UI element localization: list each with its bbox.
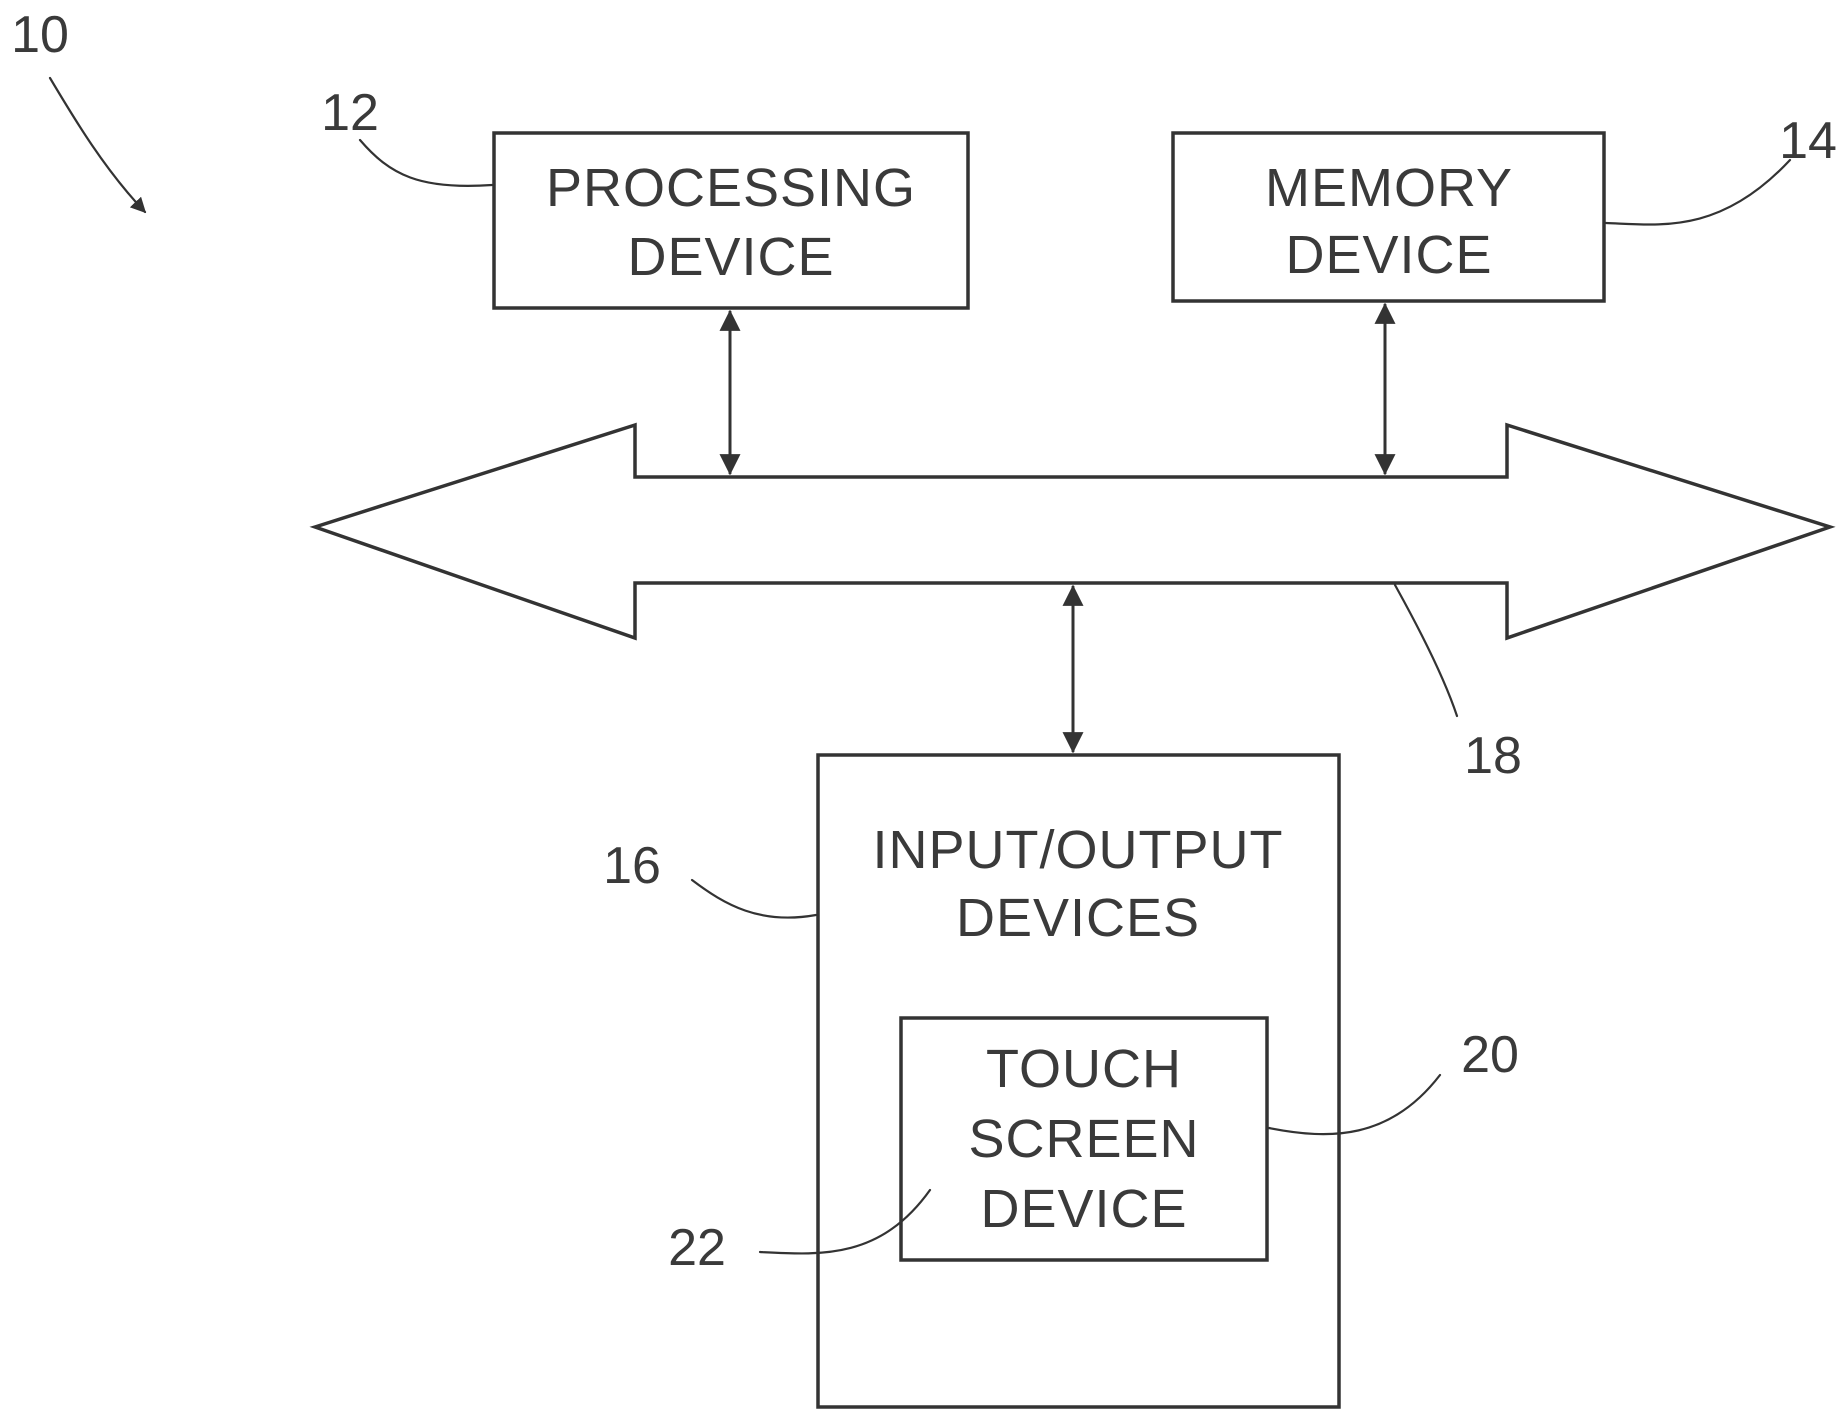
ref-bus-leader bbox=[1395, 585, 1457, 716]
ref-io-leader bbox=[692, 880, 816, 918]
io-devices-label-line2: DEVICES bbox=[956, 888, 1200, 948]
memory-device-label-line1: MEMORY bbox=[1265, 158, 1513, 218]
processing-device-label-line2: DEVICE bbox=[627, 227, 834, 287]
touch-screen-label-line2: SCREEN bbox=[968, 1109, 1199, 1169]
ref-bus: 18 bbox=[1464, 727, 1522, 785]
io-devices-label-line1: INPUT/OUTPUT bbox=[873, 820, 1284, 880]
touch-screen-label-line3: DEVICE bbox=[980, 1179, 1187, 1239]
ref-processing-leader bbox=[360, 140, 492, 186]
ref-touch-surface: 22 bbox=[668, 1219, 726, 1277]
ref-memory-leader bbox=[1606, 160, 1790, 225]
ref-system-leader bbox=[50, 78, 145, 212]
ref-io: 16 bbox=[603, 837, 661, 895]
ref-system: 10 bbox=[11, 6, 69, 64]
touch-screen-label-line1: TOUCH bbox=[986, 1039, 1182, 1099]
processing-device-label-line1: PROCESSING bbox=[546, 158, 916, 218]
ref-touch: 20 bbox=[1461, 1026, 1519, 1084]
ref-processing: 12 bbox=[321, 84, 379, 142]
memory-device-label-line2: DEVICE bbox=[1285, 225, 1492, 285]
